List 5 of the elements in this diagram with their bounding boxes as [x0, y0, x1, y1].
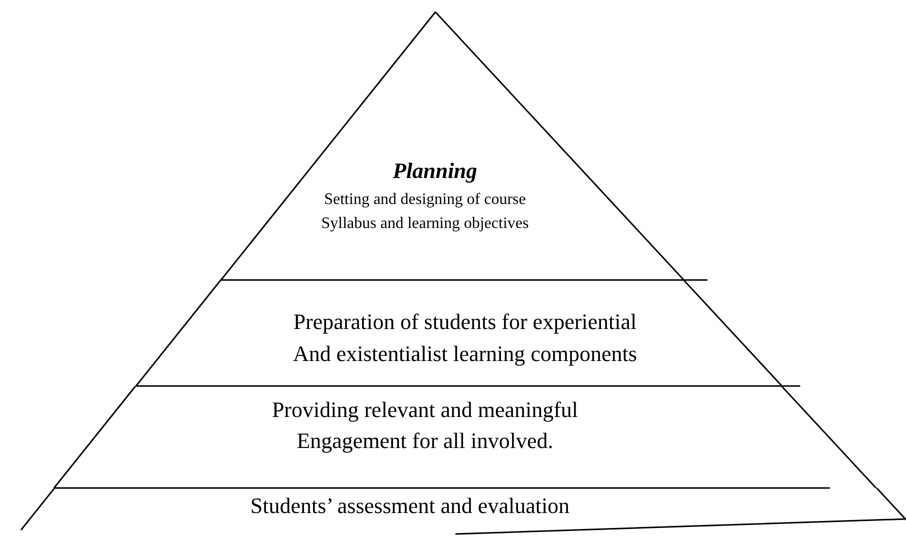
tier-text: Providing relevant and meaningful Engagement for all involved.	[270, 396, 580, 455]
tier-text: Students’ assessment and evaluation	[250, 492, 570, 520]
tier-text: Setting and designing of course Syllabus and learning objectives	[320, 190, 530, 234]
tier-text: Preparation of students for experiential And existentialist learning components	[292, 308, 638, 368]
tier-heading: Planning	[392, 158, 478, 184]
